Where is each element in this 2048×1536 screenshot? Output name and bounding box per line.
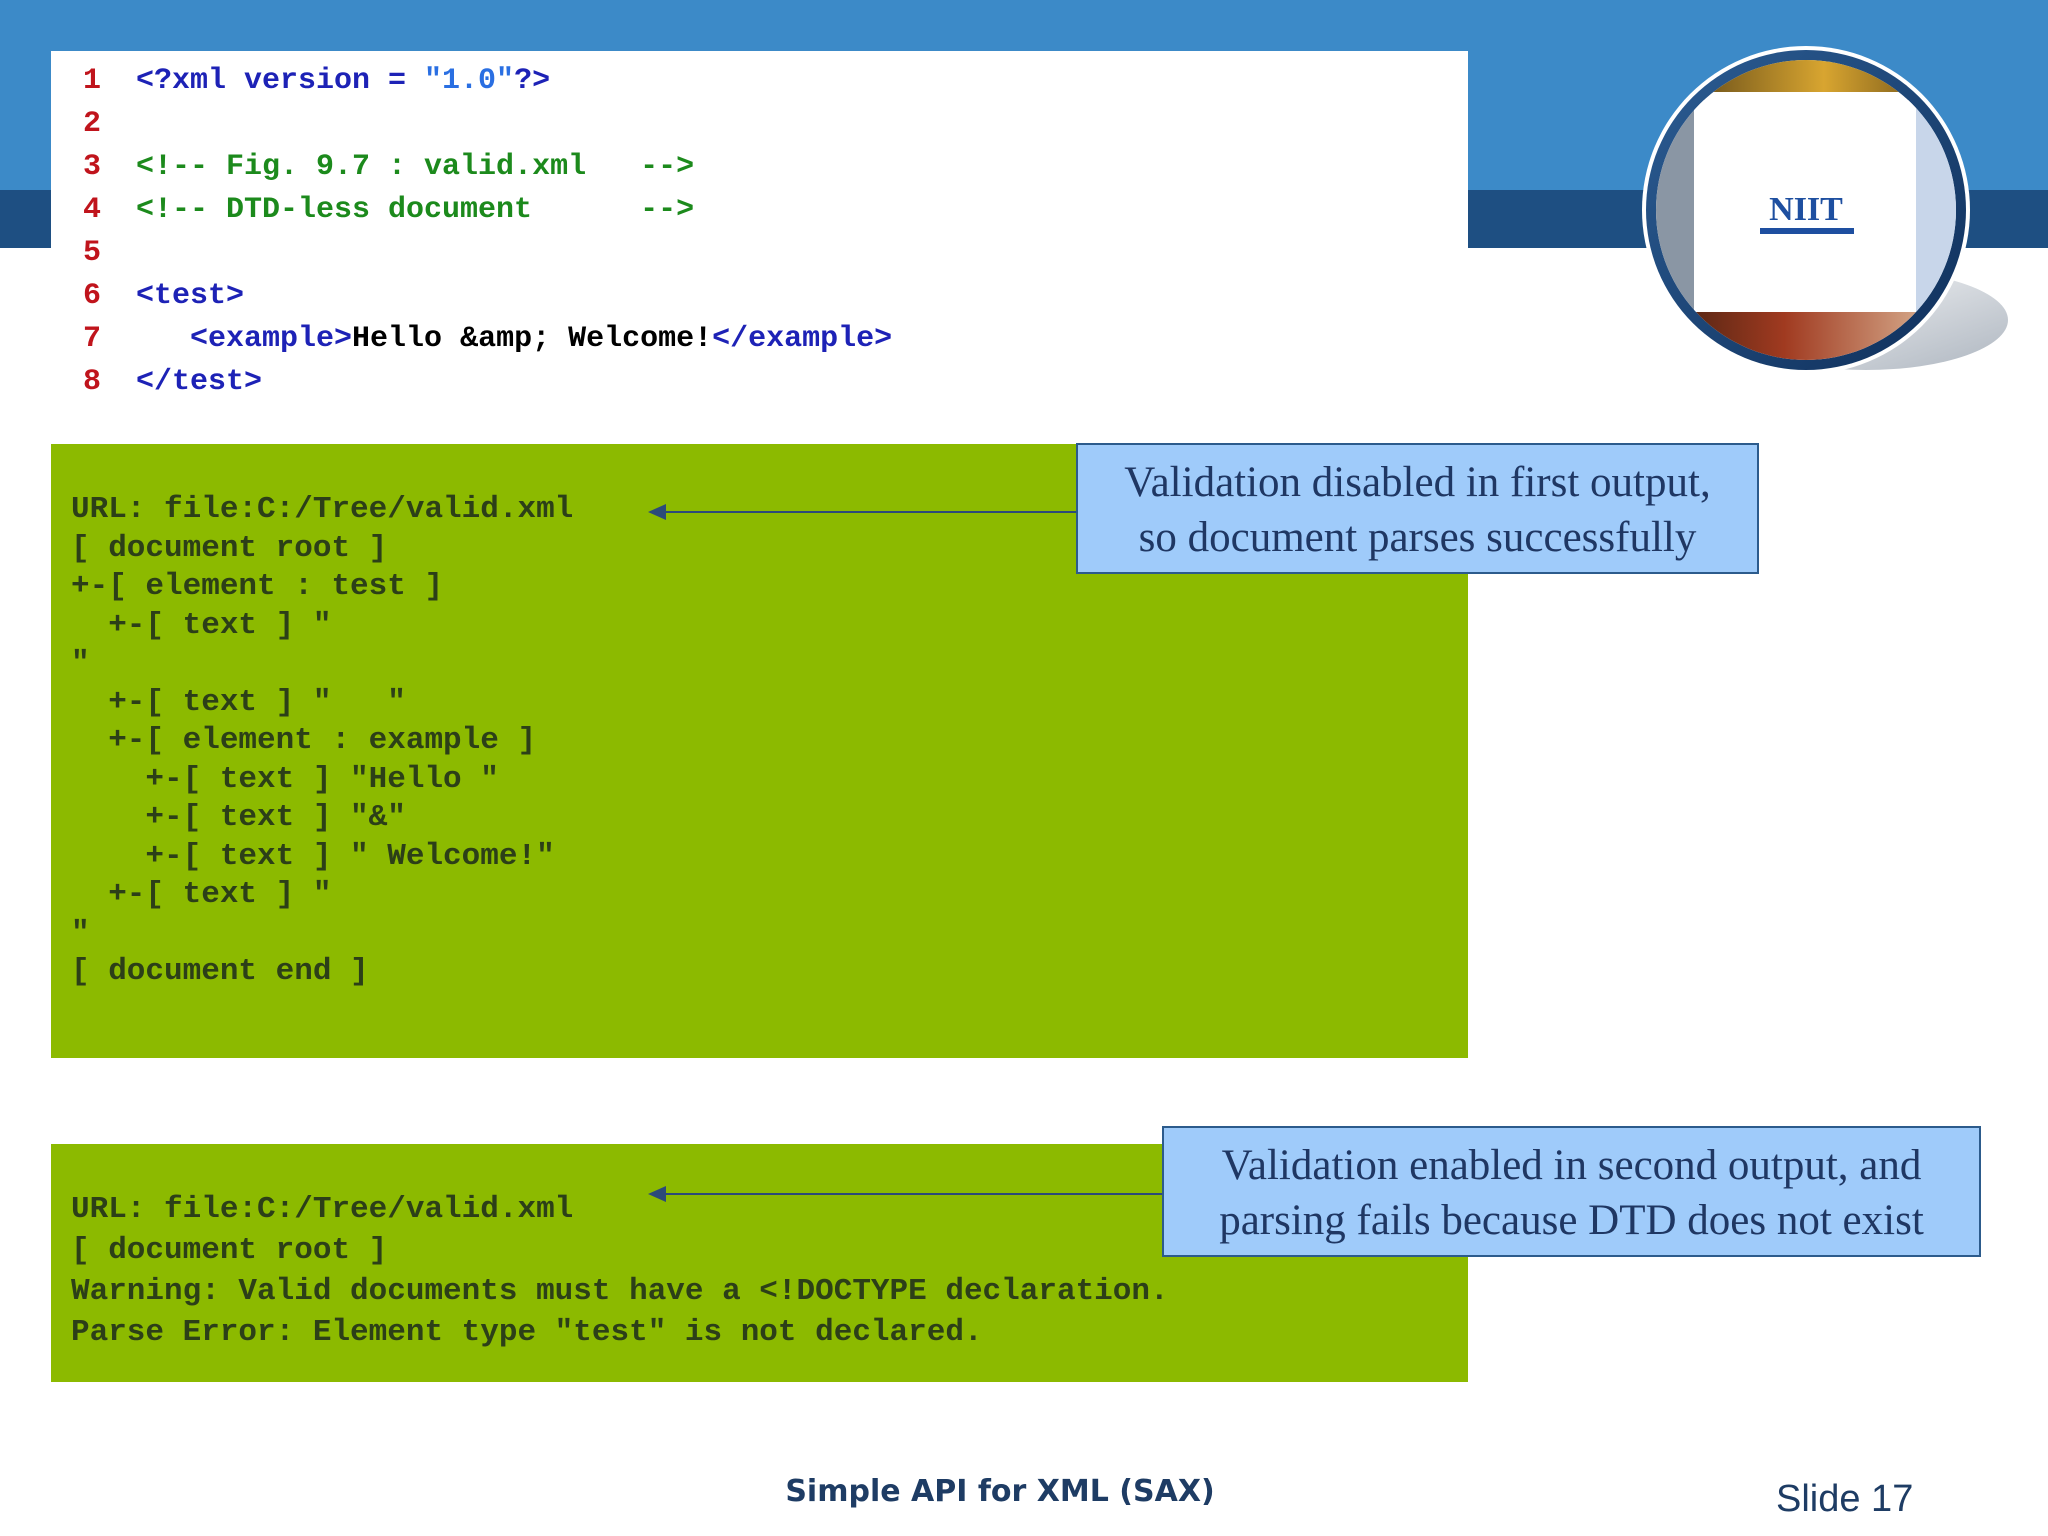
code-token: </test>	[136, 365, 263, 399]
callout-two-line1: Validation enabled in second output, and	[1221, 1142, 1922, 1189]
callout-one-connector	[664, 511, 1076, 513]
output-line: "	[71, 646, 90, 681]
code-text: <!-- Fig. 9.7 : valid.xml -->	[136, 147, 694, 187]
code-text: <?xml version = "1.0"?>	[136, 61, 550, 101]
callout-one-arrowhead	[648, 504, 666, 520]
output-line: +-[ text ] "&"	[71, 800, 406, 835]
callout-one-line2: so document parses successfully	[1138, 514, 1697, 561]
line-number: 4	[83, 193, 102, 227]
code-token: <?xml version =	[136, 64, 425, 98]
output-line: Warning: Valid documents must have a <!D…	[71, 1274, 1169, 1309]
line-number: 8	[83, 365, 102, 399]
logo-text: NIIT	[1769, 191, 1843, 228]
niit-logo: NIIT	[1636, 42, 2012, 382]
callout-two-arrowhead	[648, 1186, 666, 1202]
output-line: +-[ text ] "	[71, 877, 332, 912]
output-line: +-[ text ] " Welcome!"	[71, 838, 555, 874]
line-number: 5	[83, 236, 102, 270]
output-line: +-[ text ] "Hello "	[71, 761, 499, 797]
output-line: +-[ element : example ]	[71, 723, 537, 758]
output-line: [ document end ]	[71, 954, 369, 989]
code-text: <!-- DTD-less document -->	[136, 190, 694, 230]
code-token: </example>	[712, 322, 893, 356]
output-line: [ document root ]	[71, 530, 388, 566]
slide-number: Slide 17	[1776, 1478, 1914, 1520]
code-text: </test>	[136, 362, 262, 402]
output-line: +-[ text ] " "	[71, 684, 406, 720]
code-token: "1.0"	[424, 64, 515, 98]
output-line: "	[71, 915, 90, 951]
line-number: 3	[83, 150, 102, 184]
output-line: Parse Error: Element type "test" is not …	[71, 1315, 983, 1350]
footer-title: Simple API for XML (SAX)	[785, 1474, 1215, 1509]
output-line: +-[ element : test ]	[71, 569, 444, 604]
code-listing: 1 <?xml version = "1.0"?> 2 3 <!-- Fig. 9.7 …	[51, 51, 1468, 401]
callout-two-line2: parsing fails because DTD does not exist	[1219, 1197, 1924, 1244]
callout-validation-disabled: Validation disabled in first output, so …	[1076, 443, 1759, 574]
line-number: 2	[83, 107, 102, 141]
code-token: <!-- Fig. 9.7 : valid.xml -->	[136, 150, 695, 184]
output-line: [ document root ]	[71, 1233, 388, 1268]
code-token: Hello &amp; Welcome!	[352, 322, 713, 356]
line-number: 6	[83, 279, 102, 313]
code-token: <!-- DTD-less document -->	[136, 193, 695, 227]
output-line: URL: file:C:/Tree/valid.xml	[71, 1192, 574, 1227]
line-number: 7	[83, 322, 102, 356]
callout-validation-enabled: Validation enabled in second output, and…	[1162, 1126, 1981, 1257]
code-text: <example>Hello &amp; Welcome!</example>	[136, 319, 892, 359]
code-text: <test>	[136, 276, 244, 316]
callout-one-line1: Validation disabled in first output,	[1124, 459, 1711, 506]
code-token: <test>	[136, 279, 245, 313]
code-token: <example>	[136, 322, 353, 356]
logo-graphic: NIIT	[1642, 46, 2008, 374]
code-token: ?>	[514, 64, 551, 98]
callout-two-connector	[664, 1193, 1162, 1195]
output-line: URL: file:C:/Tree/valid.xml	[71, 492, 574, 527]
output-line: +-[ text ] "	[71, 607, 332, 643]
line-number: 1	[83, 64, 102, 98]
